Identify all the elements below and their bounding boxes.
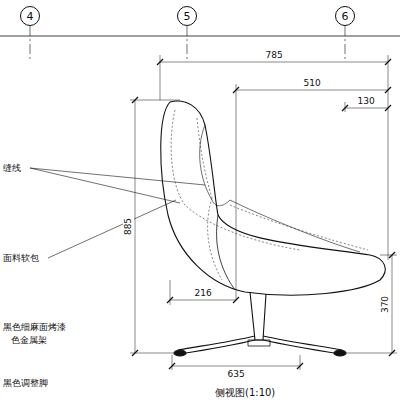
- dimension-text: 635: [227, 369, 246, 380]
- grid-bubble: 5: [177, 6, 197, 26]
- grid-number: 5: [184, 10, 191, 23]
- grid-number: 6: [342, 10, 349, 23]
- grid-bubble: 4: [20, 6, 40, 26]
- dimension-text: 885: [123, 216, 134, 235]
- metal-base: [174, 292, 346, 356]
- dimension-text: 785: [265, 50, 284, 61]
- note-text: 缝线: [2, 163, 22, 174]
- grid-bubble: 6: [335, 6, 355, 26]
- chair-shell: [161, 101, 385, 295]
- dimension-text: 216: [194, 288, 213, 299]
- note-text: 黑色调整脚: [2, 378, 49, 389]
- note-text: 黑色细麻面烤漆: [2, 322, 67, 333]
- dimension-text: 370: [380, 294, 391, 313]
- view-caption: 侧视图(1:10): [214, 387, 276, 398]
- note-text: 面料软包: [2, 253, 40, 264]
- note-text: 色金属架: [10, 335, 48, 346]
- dimension-text: 510: [303, 78, 322, 89]
- grid-number: 4: [27, 10, 34, 23]
- leader-line: [30, 168, 205, 258]
- dimension-text: 130: [357, 96, 376, 107]
- grid-line: [0, 36, 400, 37]
